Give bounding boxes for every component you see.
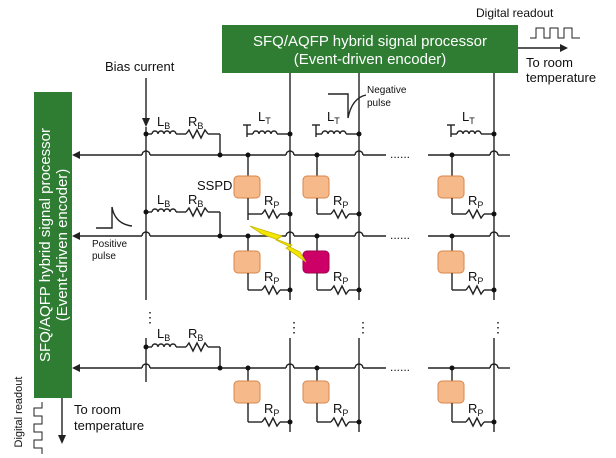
vdots-col0: ⋮ [143, 309, 157, 325]
vdots-col1: ⋮ [287, 319, 301, 335]
positive-pulse-label-2: pulse [92, 251, 116, 262]
vdots-col2: ⋮ [356, 319, 370, 335]
svg-text:RP: RP [264, 193, 279, 210]
lb-label-row3: LB [157, 326, 170, 343]
lt-inductor-col1: LT [243, 109, 290, 137]
bias-branch-row1: LB RB [146, 114, 221, 155]
bias-arrowhead [142, 118, 150, 127]
svg-text:RP: RP [333, 269, 348, 286]
pixel-cell: RP [233, 155, 290, 220]
svg-text:RP: RP [333, 193, 348, 210]
lb-label-row2: LB [157, 192, 170, 209]
lt-inductor-col3: LT [447, 109, 494, 137]
processor-left-line1: SFQ/AQFP hybrid signal processor [37, 128, 54, 362]
bias-branch-row2: LB RB [146, 192, 221, 236]
positive-pulse-label-1: Positive [92, 239, 127, 250]
bias-branch-row3: LB RB [146, 326, 221, 368]
processor-top-line2: (Event-driven encoder) [294, 51, 447, 68]
to-room-bottom-2: temperature [74, 418, 144, 433]
processor-top: SFQ/AQFP hybrid signal processor (Event-… [222, 25, 518, 73]
svg-text:RP: RP [264, 269, 279, 286]
hdots-row1: ...... [390, 147, 410, 161]
arrowhead-rail-1 [72, 151, 80, 159]
svg-text:RP: RP [333, 401, 348, 418]
lb-label-row1: LB [157, 114, 170, 131]
negative-pulse-label-1: Negative [367, 85, 407, 96]
bias-current-label: Bias current [105, 59, 175, 74]
pixel-cell: RP [233, 368, 290, 428]
negative-pulse-label-2: pulse [367, 98, 391, 109]
processor-left: SFQ/AQFP hybrid signal processor (Event-… [34, 92, 72, 398]
pixel-cell: RP [437, 368, 494, 428]
digital-readout-left-label: Digital readout [13, 377, 25, 448]
to-room-bottom-1: To room [74, 402, 121, 417]
arrowhead-bottom [58, 435, 66, 444]
digital-waveform-icon [530, 27, 580, 39]
processor-left-line2: (Event-driven encoder) [54, 169, 71, 322]
pixel-cell-hit: RP [302, 236, 359, 296]
pixel-cell: RP [437, 236, 494, 296]
processor-top-line1: SFQ/AQFP hybrid signal processor [253, 33, 487, 50]
svg-text:RP: RP [264, 401, 279, 418]
svg-text:RP: RP [468, 401, 483, 418]
negative-pulse-icon [328, 93, 367, 119]
positive-pulse-icon [96, 206, 133, 229]
svg-text:LT: LT [462, 109, 475, 126]
lightning-bolt-icon [249, 225, 307, 263]
svg-text:RP: RP [468, 193, 483, 210]
hdots-row2: ...... [390, 228, 410, 242]
digital-readout-top-label: Digital readout [476, 6, 554, 20]
lt-inductor-col2: LT [312, 109, 359, 137]
svg-text:RP: RP [468, 269, 483, 286]
arrowhead-rail-3 [72, 364, 80, 372]
pixel-cell: RP [302, 368, 359, 428]
pixel-cell: RP [302, 155, 359, 220]
svg-text:LT: LT [327, 109, 340, 126]
vdots-col3: ⋮ [491, 319, 505, 335]
to-room-top-1: To room [526, 55, 573, 70]
hdots-row3: ...... [390, 360, 410, 374]
pixel-cell: RP [437, 155, 494, 220]
sspd-label: SSPD [197, 178, 232, 193]
junction-dots [143, 131, 497, 425]
arrowhead-top [560, 44, 568, 52]
digital-waveform-icon [33, 402, 43, 454]
svg-text:LT: LT [258, 109, 271, 126]
arrowhead-rail-2 [72, 232, 80, 240]
rb-label-row1: RB [188, 114, 203, 131]
rb-label-row3: RB [188, 326, 203, 343]
to-room-top-2: temperature [526, 70, 596, 85]
rb-label-row2: RB [188, 192, 203, 209]
pixel-cell: RP [233, 236, 290, 296]
